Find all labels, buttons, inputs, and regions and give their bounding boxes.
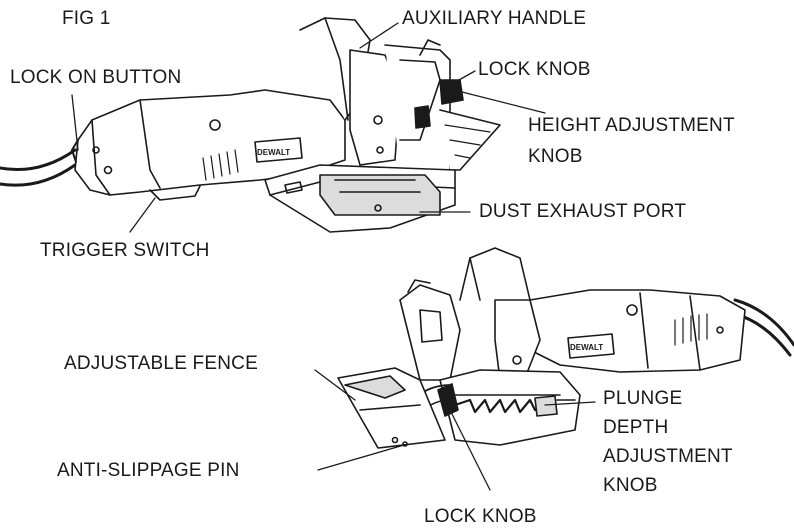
bottom-biscuit-joiner xyxy=(337,247,794,449)
label-height-adjustment-line1: HEIGHT ADJUSTMENT xyxy=(528,115,735,136)
brand-logo-bottom: DEWALT xyxy=(570,343,603,352)
label-trigger-switch: TRIGGER SWITCH xyxy=(40,240,210,261)
label-height-adjustment-line2: KNOB xyxy=(528,146,583,167)
label-plunge-depth-line1: PLUNGE xyxy=(603,388,683,409)
top-biscuit-joiner xyxy=(0,17,501,233)
label-adjustable-fence: ADJUSTABLE FENCE xyxy=(64,353,258,374)
label-lock-on-button: LOCK ON BUTTON xyxy=(10,67,182,88)
label-lock-knob-top: LOCK KNOB xyxy=(478,59,591,80)
figure-title: FIG 1 xyxy=(62,8,111,29)
label-anti-slippage-pin: ANTI-SLIPPAGE PIN xyxy=(57,460,240,481)
brand-logo-top: DEWALT xyxy=(257,148,290,157)
label-dust-exhaust-port: DUST EXHAUST PORT xyxy=(479,201,687,222)
leader-lines xyxy=(71,22,596,491)
label-lock-knob-bottom: LOCK KNOB xyxy=(424,506,537,527)
label-plunge-depth-line2: DEPTH xyxy=(603,417,669,438)
label-plunge-depth-line3: ADJUSTMENT xyxy=(603,446,733,467)
label-plunge-depth-line4: KNOB xyxy=(603,475,658,496)
label-auxiliary-handle: AUXILIARY HANDLE xyxy=(402,8,587,29)
